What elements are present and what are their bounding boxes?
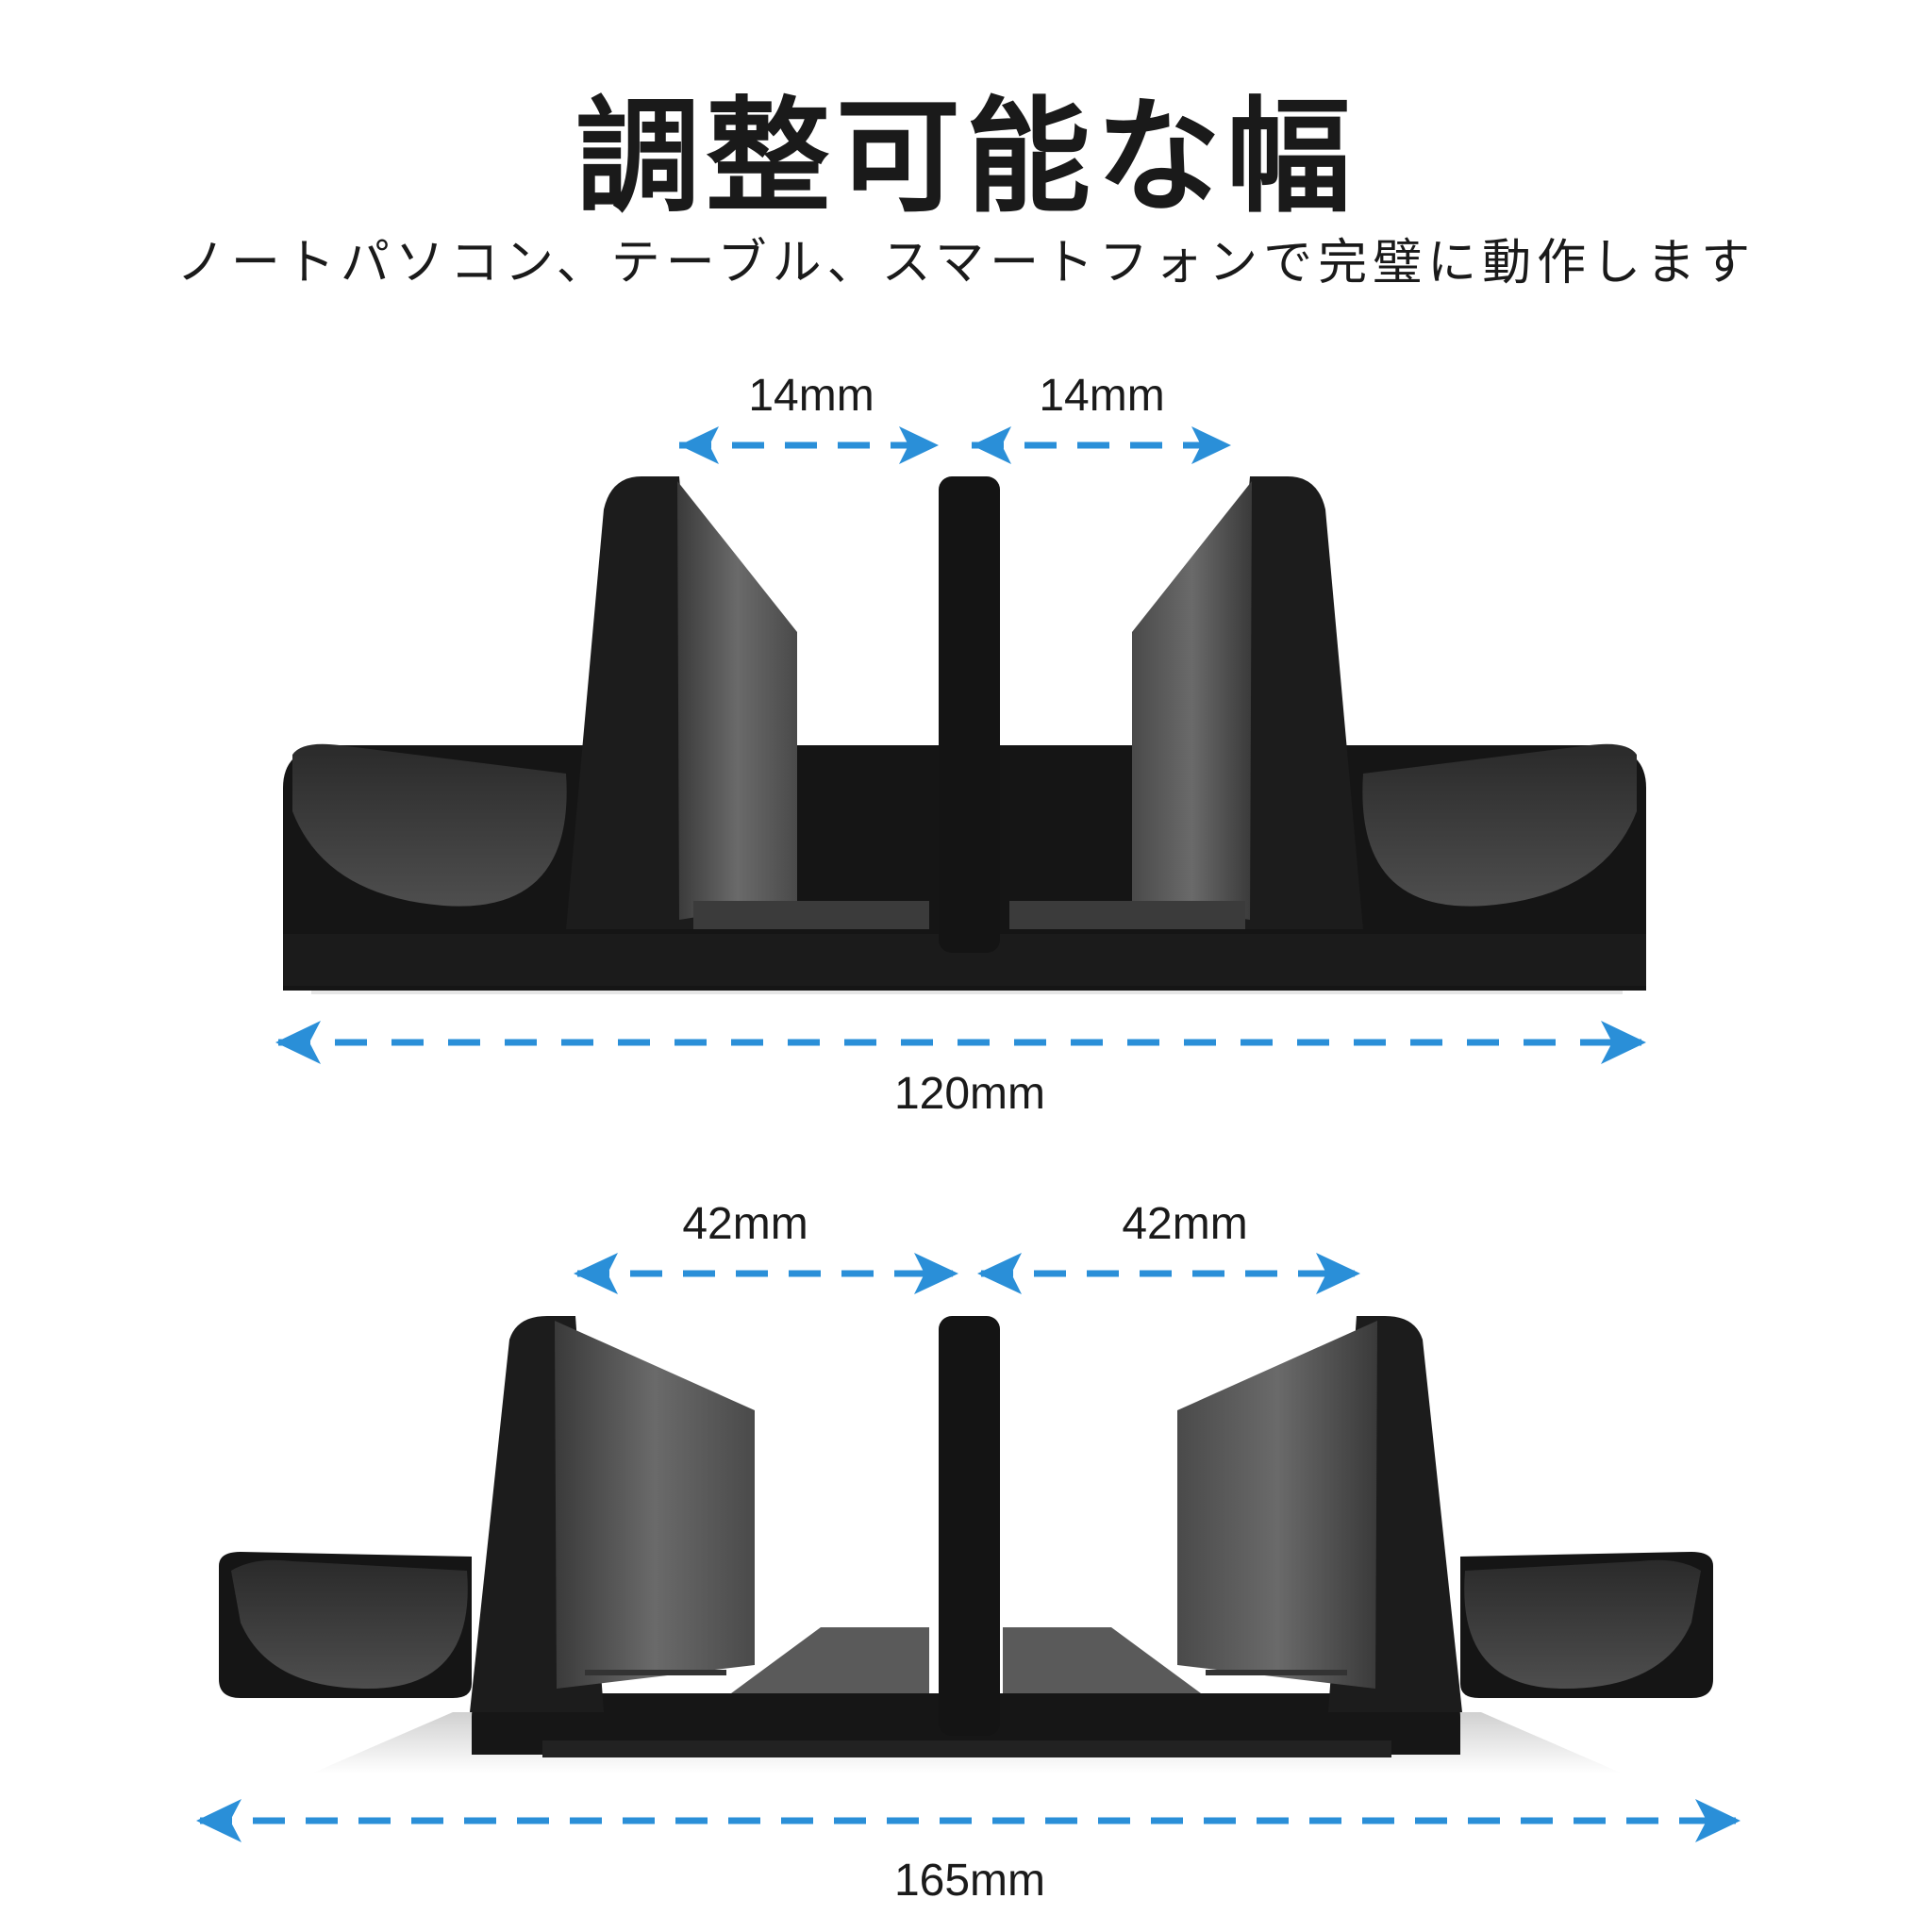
- page-subtitle: ノートパソコン、テーブル、スマートフォンで完璧に動作します: [175, 235, 1757, 291]
- top-gap-left-label: 14mm: [748, 371, 874, 421]
- top-stand: [283, 476, 1646, 994]
- bottom-dimension-arrows: [196, 1253, 1740, 1842]
- bottom-gap-right-label: 42mm: [1122, 1199, 1248, 1249]
- bottom-stand: [219, 1316, 1713, 1774]
- bottom-gap-left-label: 42mm: [682, 1199, 808, 1249]
- top-gap-right-label: 14mm: [1039, 371, 1165, 421]
- top-dimension-arrows: [275, 426, 1646, 1064]
- page-title: 調整可能な幅: [575, 85, 1357, 230]
- bottom-total-width-label: 165mm: [893, 1856, 1046, 1906]
- top-total-width-label: 120mm: [893, 1069, 1046, 1119]
